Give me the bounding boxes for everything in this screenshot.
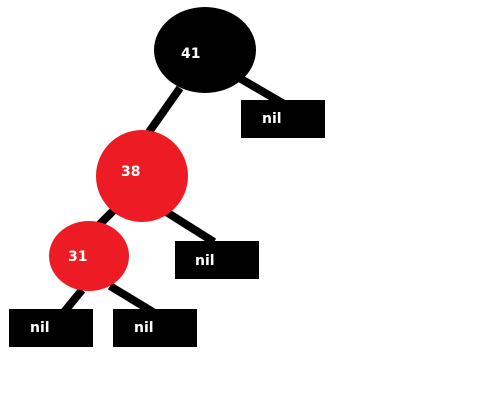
tree-node-31: 31 bbox=[49, 221, 129, 291]
edge-41-38 bbox=[145, 85, 184, 135]
nil-leaf-box bbox=[175, 241, 259, 279]
tree-node-38: 38 bbox=[96, 130, 188, 222]
tree-node-41: 41 bbox=[154, 7, 256, 93]
nil-leaf-box bbox=[113, 309, 197, 347]
edge-38-nil-right bbox=[157, 204, 217, 246]
node-circle bbox=[96, 130, 188, 222]
nil-leaf-label: nil bbox=[134, 320, 154, 336]
edge-31-nil-right bbox=[107, 282, 156, 316]
nil-leaf-label: nil bbox=[262, 111, 282, 127]
nil-leaf-box bbox=[241, 100, 325, 138]
nil-leaf-label: nil bbox=[30, 320, 50, 336]
node-circle bbox=[154, 7, 256, 93]
nil-leaf-38-right: nil bbox=[175, 241, 259, 279]
node-circle bbox=[49, 221, 129, 291]
nil-leaf-label: nil bbox=[195, 253, 215, 269]
edge-41-nil-right bbox=[233, 72, 287, 108]
nil-leaf-31-right: nil bbox=[113, 309, 197, 347]
edge-31-nil-left bbox=[60, 287, 86, 315]
node-label: 41 bbox=[181, 46, 200, 62]
nil-leaf-31-left: nil bbox=[9, 309, 93, 347]
node-label: 31 bbox=[68, 249, 87, 265]
nil-leaf-box bbox=[9, 309, 93, 347]
nil-leaf-41-right: nil bbox=[241, 100, 325, 138]
node-label: 38 bbox=[121, 164, 140, 180]
